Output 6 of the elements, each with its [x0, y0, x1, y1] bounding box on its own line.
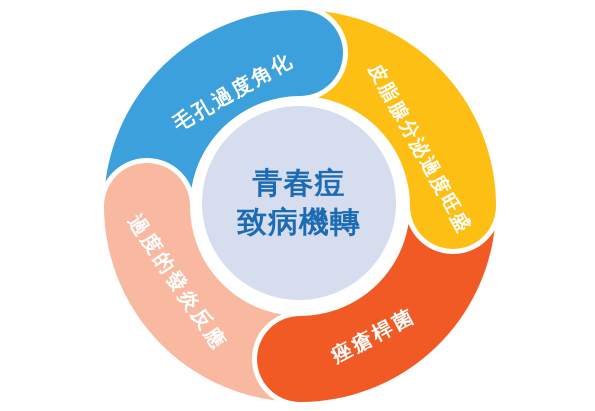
center-title: 青春痘	[252, 167, 346, 200]
segment-label: 過度的發炎反應	[122, 208, 232, 354]
segment-label: 皮脂腺分泌過度旺盛	[363, 58, 475, 238]
center-title: 致病機轉	[237, 206, 361, 239]
segment-label: 毛孔過度角化	[168, 48, 298, 136]
segment-label: 痤瘡桿菌	[326, 304, 420, 368]
